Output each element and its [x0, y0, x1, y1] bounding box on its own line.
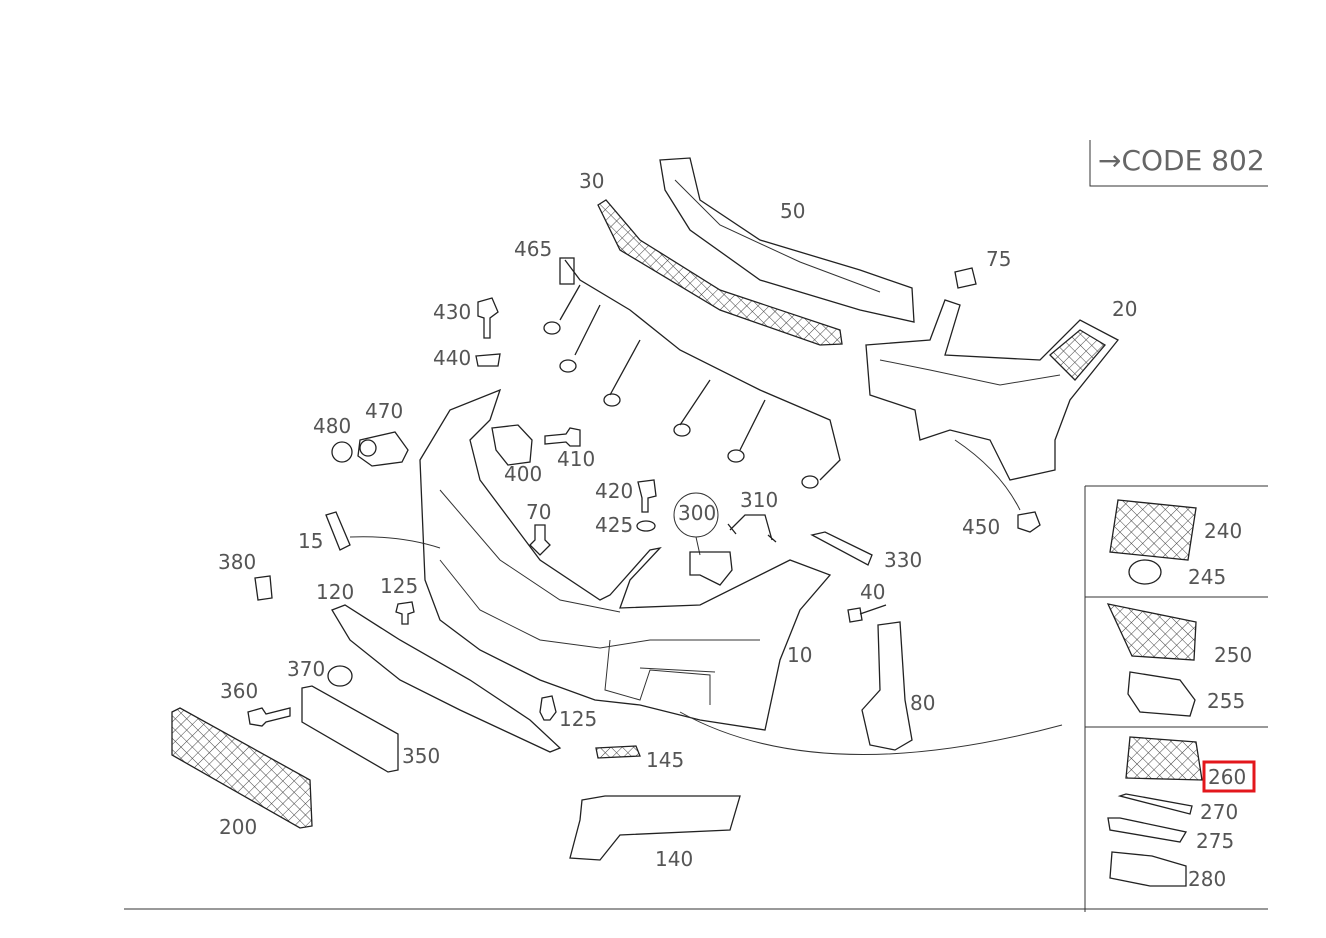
- callout-370[interactable]: 370: [287, 657, 325, 681]
- callout-310[interactable]: 310: [740, 488, 778, 512]
- part-15-bracket: [325, 511, 351, 551]
- callout-80[interactable]: 80: [910, 691, 935, 715]
- callout-440[interactable]: 440: [433, 346, 471, 370]
- part-360-bolt: [247, 707, 291, 727]
- callout-410[interactable]: 410: [557, 447, 595, 471]
- callout-200[interactable]: 200: [219, 815, 257, 839]
- part-280-bracket: [1109, 851, 1187, 887]
- part-80-bracket: [861, 621, 913, 751]
- part-125-clip-lower: [539, 695, 557, 721]
- callout-480[interactable]: 480: [313, 414, 351, 438]
- callout-125-upper[interactable]: 125: [380, 574, 418, 598]
- part-50-absorber: [659, 157, 915, 323]
- code-reference-box: →CODE 802: [1089, 140, 1268, 187]
- part-430-bolt: [477, 297, 499, 339]
- part-420-bolt: [637, 479, 657, 513]
- callout-380[interactable]: 380: [218, 550, 256, 574]
- part-400-bracket: [491, 424, 533, 466]
- callout-465[interactable]: 465: [514, 237, 552, 261]
- part-250-grille: [1106, 603, 1197, 661]
- callout-360[interactable]: 360: [220, 679, 258, 703]
- callout-50[interactable]: 50: [780, 199, 805, 223]
- part-370-nut: [327, 665, 353, 687]
- part-465-wiring: [543, 257, 841, 489]
- callout-260[interactable]: 260: [1208, 765, 1246, 789]
- callout-250[interactable]: 250: [1214, 643, 1252, 667]
- callout-240[interactable]: 240: [1204, 519, 1242, 543]
- part-330-strip: [810, 531, 873, 566]
- part-120-strip: [331, 604, 562, 753]
- callout-350[interactable]: 350: [402, 744, 440, 768]
- callout-40[interactable]: 40: [860, 580, 885, 604]
- callout-120[interactable]: 120: [316, 580, 354, 604]
- callout-15[interactable]: 15: [298, 529, 323, 553]
- callout-275[interactable]: 275: [1196, 829, 1234, 853]
- callout-400[interactable]: 400: [504, 462, 542, 486]
- callout-420[interactable]: 420: [595, 479, 633, 503]
- part-40-bolt: [847, 604, 887, 623]
- part-275-strip: [1107, 817, 1188, 843]
- part-30-strip: [597, 199, 843, 346]
- part-140-bracket: [569, 795, 741, 861]
- part-75-clip: [954, 267, 977, 289]
- callout-70[interactable]: 70: [526, 500, 551, 524]
- part-20-carrier: [865, 299, 1119, 481]
- callout-470[interactable]: 470: [365, 399, 403, 423]
- callout-450[interactable]: 450: [962, 515, 1000, 539]
- callout-430[interactable]: 430: [433, 300, 471, 324]
- part-425-washer: [636, 520, 656, 532]
- part-380-clip: [254, 575, 273, 601]
- part-200-grille: [171, 707, 313, 829]
- callout-425[interactable]: 425: [595, 513, 633, 537]
- part-310-harness: [727, 514, 777, 543]
- part-240-grille: [1109, 499, 1197, 561]
- callout-30[interactable]: 30: [579, 169, 604, 193]
- callout-255[interactable]: 255: [1207, 689, 1245, 713]
- part-260-grille: [1125, 736, 1203, 781]
- part-410-bolt: [544, 427, 581, 447]
- callout-125-lower[interactable]: 125: [559, 707, 597, 731]
- part-350-plate: [301, 685, 399, 773]
- part-440-clip: [475, 353, 501, 367]
- callout-300[interactable]: 300: [678, 501, 716, 525]
- callout-270[interactable]: 270: [1200, 800, 1238, 824]
- part-145-strip: [595, 745, 641, 759]
- callout-145[interactable]: 145: [646, 748, 684, 772]
- callout-labels: 10 15 20 30 40 50 70 75 80 120 125 125 1…: [218, 169, 1252, 891]
- code-reference-text: →CODE 802: [1098, 144, 1265, 177]
- callout-20[interactable]: 20: [1112, 297, 1137, 321]
- callout-140[interactable]: 140: [655, 847, 693, 871]
- highlight-box-260: [1202, 760, 1256, 793]
- part-245-ring: [1128, 559, 1162, 585]
- part-125-clip-upper: [395, 601, 415, 625]
- callout-245[interactable]: 245: [1188, 565, 1226, 589]
- callout-280[interactable]: 280: [1188, 867, 1226, 891]
- part-70-clip: [529, 524, 551, 556]
- part-255-bracket: [1127, 671, 1196, 717]
- part-470-sensor: [357, 431, 409, 467]
- variant-panel: [1084, 485, 1268, 912]
- part-450-bolt: [954, 439, 1041, 533]
- callout-10[interactable]: 10: [787, 643, 812, 667]
- part-270-strip: [1117, 793, 1193, 815]
- part-10-bumper-cover: [419, 388, 1063, 755]
- part-480-ring: [331, 441, 353, 463]
- callout-330[interactable]: 330: [884, 548, 922, 572]
- part-300-bracket: [673, 492, 733, 586]
- callout-75[interactable]: 75: [986, 247, 1011, 271]
